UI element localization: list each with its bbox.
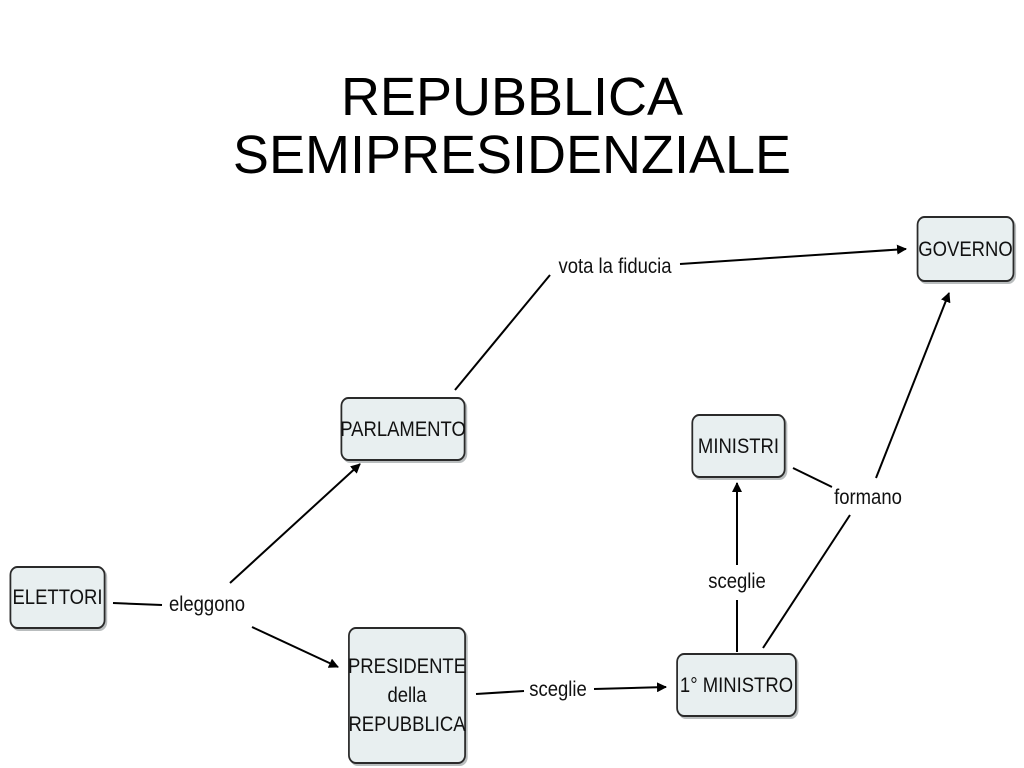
link-formano: formano: [832, 486, 904, 510]
node-parlamento-label: PARLAMENTO: [340, 417, 466, 441]
arrow-vota-governo: [679, 244, 907, 265]
connector-parlamento-vota: [454, 274, 551, 391]
arrow-formano-governo: [875, 292, 951, 479]
arrow-eleggono-presidente: [251, 626, 339, 668]
arrow-eleggono-parlamento: [229, 463, 361, 584]
node-governo[interactable]: GOVERNO: [916, 216, 1015, 282]
node-primo-ministro-label: 1° MINISTRO: [679, 673, 794, 697]
node-ministri[interactable]: MINISTRI: [691, 414, 786, 478]
node-governo-label: GOVERNO: [918, 237, 1013, 261]
link-eleggono: eleggono: [167, 593, 247, 617]
slide-title: REPUBBLICA SEMIPRESIDENZIALE: [0, 68, 1024, 184]
link-sceglie-presidente: sceglie: [527, 678, 589, 702]
title-line-2: SEMIPRESIDENZIALE: [232, 125, 792, 185]
connector-primo-ministro-formano: [762, 514, 851, 649]
node-primo-ministro[interactable]: 1° MINISTRO: [676, 653, 797, 717]
node-presidente-line-3: REPUBBLICA: [348, 713, 466, 736]
node-elettori[interactable]: ELETTORI: [9, 566, 106, 629]
node-presidente-line-1: PRESIDENTE: [347, 655, 467, 678]
connector-presidente-sceglie: [475, 690, 525, 695]
link-sceglie-primo-ministro: sceglie: [706, 570, 768, 594]
node-presidente[interactable]: PRESIDENTE della REPUBBLICA: [348, 627, 466, 764]
connector-elettori-eleggono: [112, 602, 163, 606]
node-presidente-label: PRESIDENTE della REPUBBLICA: [348, 652, 466, 739]
connector-ministri-formano: [792, 467, 833, 488]
node-presidente-line-2: della: [387, 684, 427, 707]
link-vota-la-fiducia: vota la fiducia: [556, 255, 674, 279]
arrow-sceglie-primo-ministro: [593, 682, 667, 693]
title-line-1: REPUBBLICA: [340, 67, 684, 127]
node-elettori-label: ELETTORI: [12, 586, 103, 609]
node-ministri-label: MINISTRI: [697, 434, 780, 458]
node-parlamento[interactable]: PARLAMENTO: [340, 397, 466, 461]
